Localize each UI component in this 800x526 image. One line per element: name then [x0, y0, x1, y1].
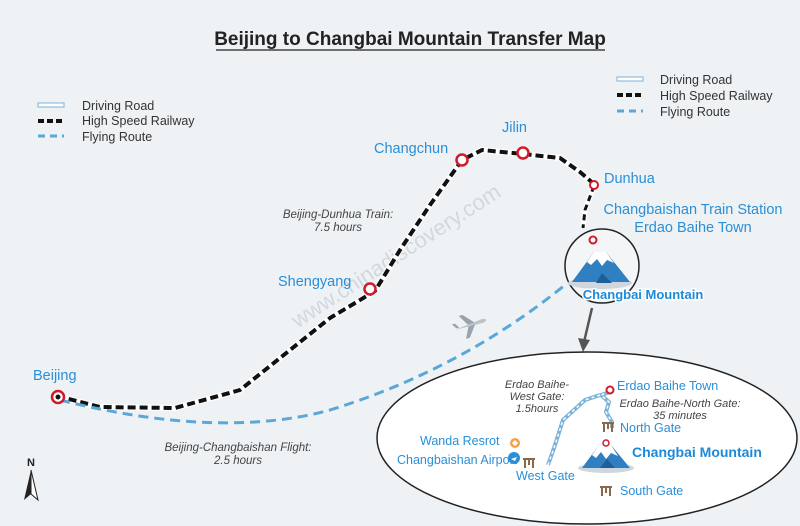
west-note-line3: 1.5hours: [516, 403, 559, 415]
flight-note-line2: 2.5 hours: [213, 455, 262, 467]
compass-north-icon: [24, 469, 39, 502]
legend-driving-swatch: [37, 102, 65, 108]
inset-town-label: Erdao Baihe Town: [617, 379, 718, 393]
legend-flying-label: Flying Route: [660, 105, 730, 119]
west-note-line2: West Gate:: [510, 391, 565, 403]
south-gate-icon: [600, 486, 612, 496]
inset-ellipse: [376, 351, 798, 525]
west-gate-icon: [523, 458, 535, 468]
legend-driving-swatch: [616, 76, 644, 82]
south-gate-label: South Gate: [620, 484, 683, 498]
north-gate-label: North Gate: [620, 421, 681, 435]
inset-pointer-head: [578, 338, 590, 352]
city-label-dunhua: Dunhua: [604, 171, 656, 187]
city-label-changchun: Changchun: [374, 141, 448, 157]
flight-route: [59, 283, 566, 425]
resort-label: Wanda Resrot: [420, 434, 500, 448]
north-note-line2: 35 minutes: [653, 410, 707, 422]
airport-icon: [508, 452, 520, 464]
legend-railway-label: High Speed Railway: [82, 114, 195, 128]
station-label: Changbaishan Train Station: [604, 202, 783, 218]
inset-pointer: [582, 307, 594, 343]
flight-note-line1: Beijing-Changbaishan Flight:: [164, 442, 311, 454]
airport-label: Changbaishan Airport: [397, 453, 518, 467]
legend-flying-label: Flying Route: [82, 130, 152, 144]
city-label-jilin: Jilin: [502, 120, 527, 136]
city-label-beijing: Beijing: [33, 368, 77, 384]
inset-road-west-dash: [547, 394, 601, 466]
marker-shengyang: [363, 282, 377, 296]
driving-road-dash: [581, 185, 596, 229]
marker-dunhua: [589, 180, 599, 190]
train-note-line2: 7.5 hours: [314, 222, 362, 234]
inset-town-marker: [605, 385, 615, 395]
legend-railway-label: High Speed Railway: [660, 89, 773, 103]
marker-beijing: [50, 389, 66, 405]
legend-driving-label: Driving Road: [82, 99, 154, 113]
marker-changchun: [455, 153, 469, 167]
mountain-icon: [564, 228, 640, 304]
railway-route: [56, 147, 596, 411]
city-label-shengyang: Shengyang: [278, 274, 351, 290]
train-note-line1: Beijing-Dunhua Train:: [283, 209, 393, 221]
inset-mountain-icon: [578, 439, 634, 473]
legend-right: Driving Road High Speed Railway Flying R…: [616, 73, 773, 119]
west-gate-label: West Gate: [516, 469, 575, 483]
compass-label: N: [27, 457, 35, 469]
airplane-icon: [451, 314, 487, 339]
legend-driving-label: Driving Road: [660, 73, 732, 87]
map-title: Beijing to Changbai Mountain Transfer Ma…: [214, 29, 606, 50]
west-note-line1: Erdao Baihe-: [505, 379, 570, 391]
inset-mountain-label: Changbai Mountain: [632, 444, 762, 460]
legend-left: Driving Road High Speed Railway Flying R…: [37, 99, 195, 144]
north-note-line1: Erdao Baihe-North Gate:: [619, 398, 740, 410]
mountain-label: Changbai Mountain: [583, 287, 704, 302]
station-town-label: Erdao Baihe Town: [634, 220, 751, 236]
resort-icon: [510, 438, 520, 448]
marker-jilin: [516, 146, 530, 160]
north-gate-icon: [602, 422, 614, 432]
